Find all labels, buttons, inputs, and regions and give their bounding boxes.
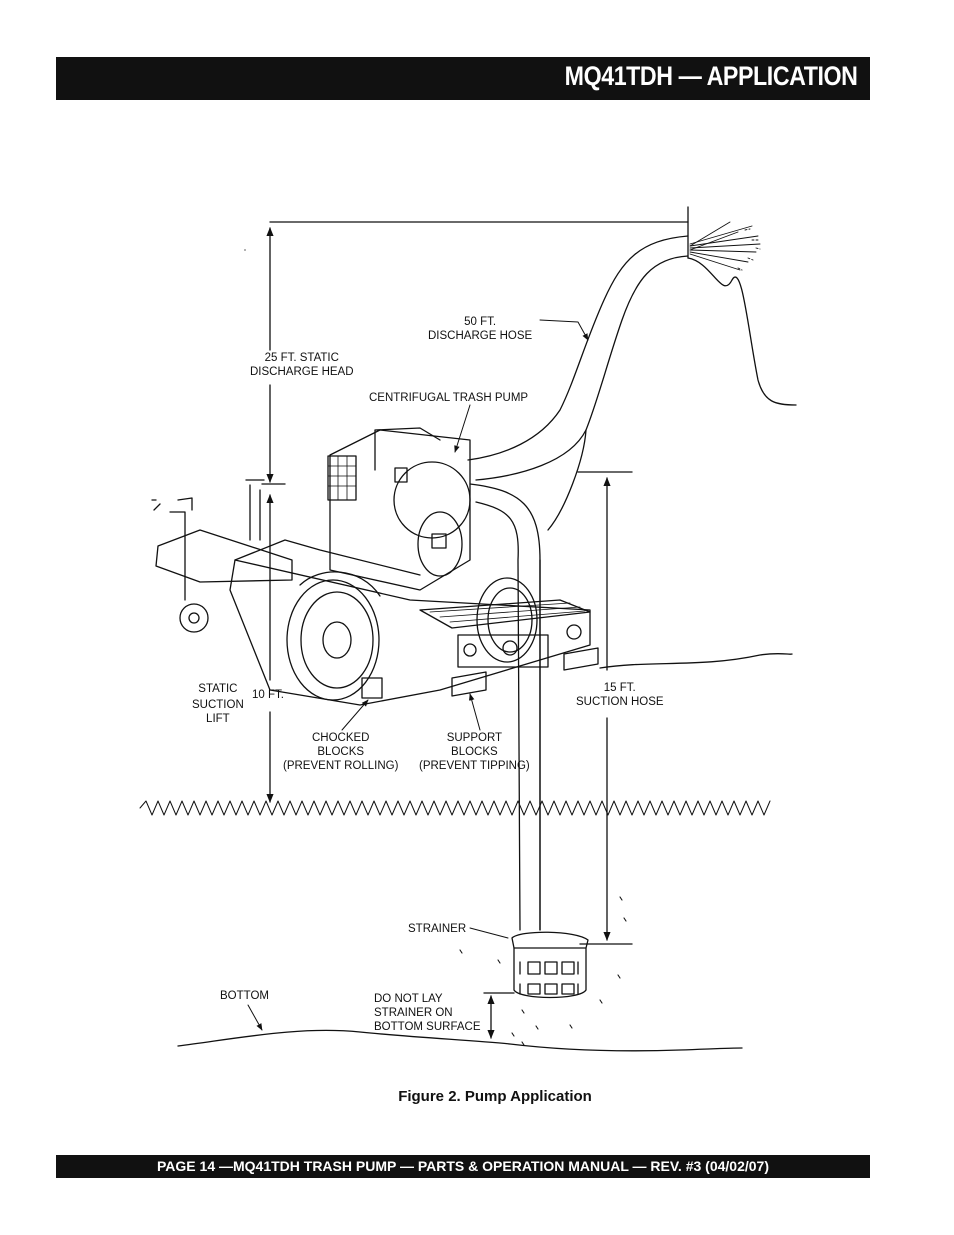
label-line: BLOCKS xyxy=(317,746,365,758)
figure-caption: Figure 2. Pump Application xyxy=(398,1088,592,1105)
water-spray xyxy=(689,221,761,271)
trash-pump-trailer xyxy=(151,249,591,706)
label-line: DO NOT LAY xyxy=(374,993,443,1005)
discharge-head-dimension xyxy=(261,206,689,485)
ground-line xyxy=(139,800,771,816)
footer-text: PAGE 14 —MQ41TDH TRASH PUMP — PARTS & OP… xyxy=(157,1158,769,1174)
hill-terrain xyxy=(687,257,797,406)
label-line: 25 FT. STATIC xyxy=(264,352,339,364)
water-droplets xyxy=(459,896,627,1046)
chocked-blocks xyxy=(361,677,383,699)
label-line: STATIC xyxy=(198,683,238,695)
ground-right xyxy=(599,652,793,669)
label-static-discharge-head: 25 FT. STATIC DISCHARGE HEAD xyxy=(250,351,354,379)
label-line: CHOCKED xyxy=(311,732,370,744)
footer-bar: PAGE 14 —MQ41TDH TRASH PUMP — PARTS & OP… xyxy=(56,1155,870,1178)
strainer-clearance-dimension xyxy=(483,992,515,1039)
label-line: (PREVENT ROLLING) xyxy=(283,760,399,772)
strainer xyxy=(511,931,589,999)
label-support-blocks: SUPPORT BLOCKS (PREVENT TIPPING) xyxy=(419,731,530,773)
label-chocked-blocks: CHOCKED BLOCKS (PREVENT ROLLING) xyxy=(283,731,398,773)
label-line: 50 FT. xyxy=(464,316,497,328)
label-suction-hose: 15 FT. SUCTION HOSE xyxy=(576,681,664,709)
label-discharge-hose: 50 FT. DISCHARGE HOSE xyxy=(428,315,532,343)
label-line: DISCHARGE HEAD xyxy=(250,366,354,378)
label-line: 15 FT. xyxy=(603,682,636,694)
label-line: BOTTOM SURFACE xyxy=(374,1021,481,1033)
leader-lines xyxy=(247,319,589,1031)
label-line: (PREVENT TIPPING) xyxy=(419,760,530,772)
suction-hose-dimension xyxy=(577,471,633,945)
page-title: MQ41TDH — APPLICATION xyxy=(565,61,858,91)
label-bottom: BOTTOM xyxy=(220,990,269,1002)
label-line: SUCTION xyxy=(192,699,244,711)
label-line: DISCHARGE HOSE xyxy=(428,330,533,342)
support-blocks xyxy=(451,647,599,697)
label-line: BLOCKS xyxy=(451,746,498,758)
label-ten-ft: 10 FT. xyxy=(252,689,284,701)
label-line: LIFT xyxy=(206,713,230,725)
label-line: SUPPORT xyxy=(446,732,503,744)
header-bar: MQ41TDH — APPLICATION xyxy=(56,57,870,100)
label-line: SUCTION HOSE xyxy=(576,696,664,708)
bottom-surface xyxy=(177,1029,743,1052)
suction-hose xyxy=(469,483,541,931)
label-static-suction-lift: STATIC SUCTION LIFT xyxy=(192,682,244,726)
label-strainer: STRAINER xyxy=(408,923,467,935)
label-do-not-lay-strainer: DO NOT LAY STRAINER ON BOTTOM SURFACE xyxy=(374,992,481,1034)
label-line: STRAINER ON xyxy=(374,1007,453,1019)
label-centrifugal-trash-pump: CENTRIFUGAL TRASH PUMP xyxy=(369,392,529,404)
discharge-hose xyxy=(467,235,689,531)
